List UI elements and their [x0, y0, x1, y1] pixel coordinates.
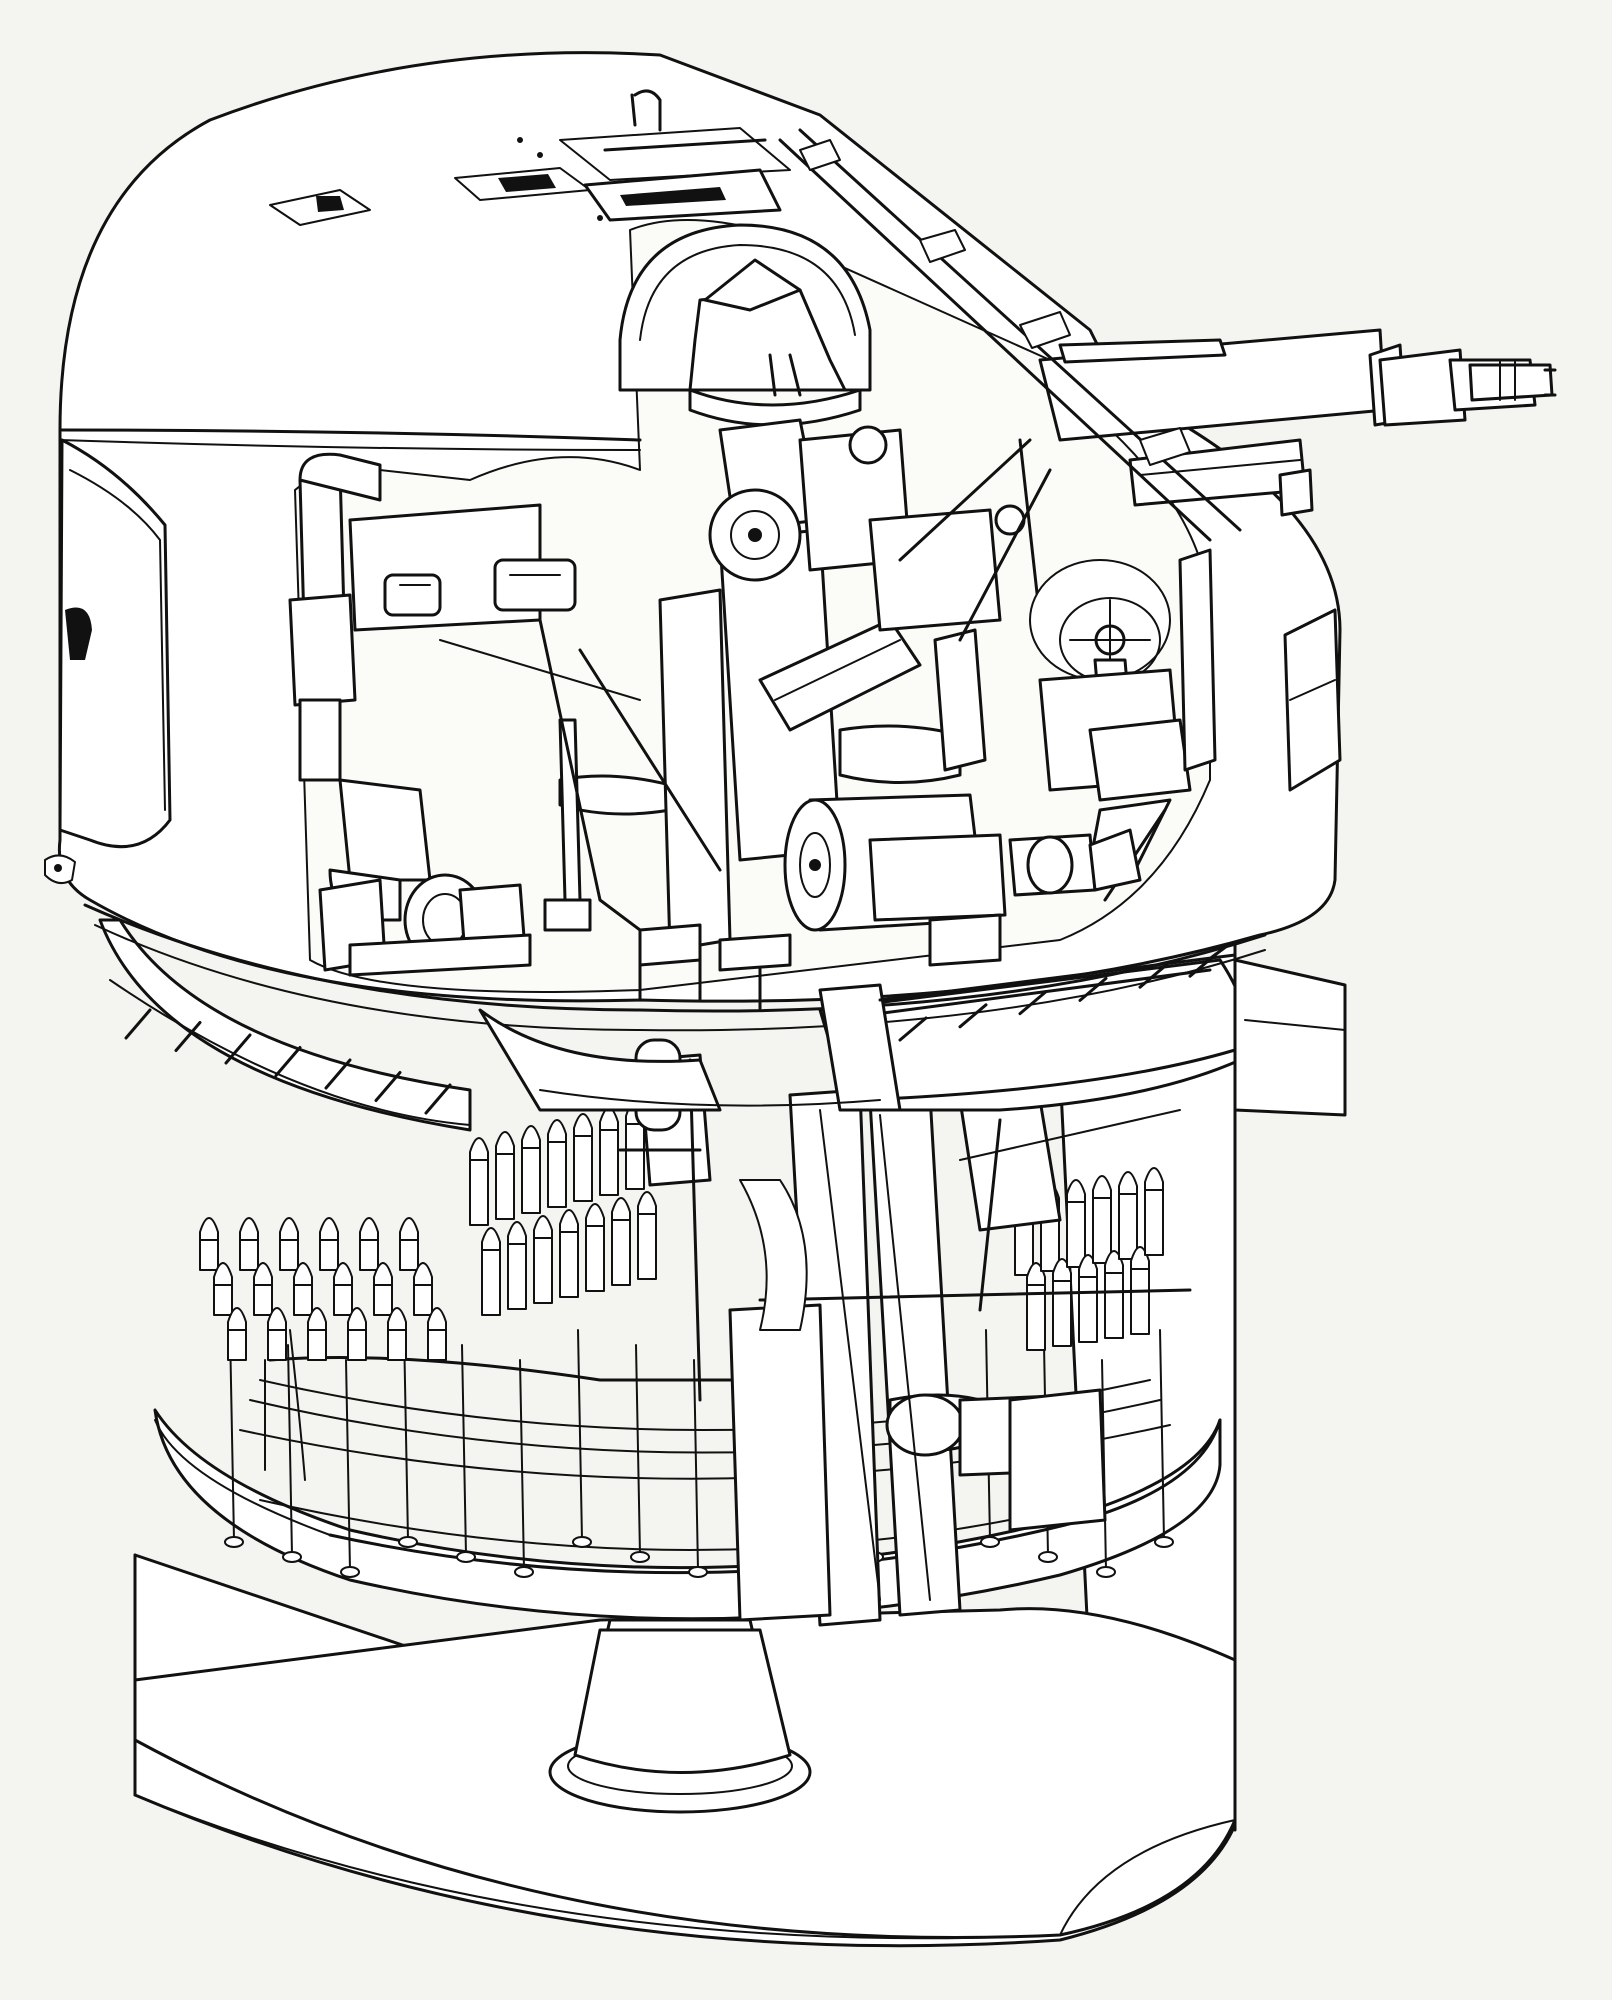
- shell: [469, 1137, 489, 1226]
- rack-post: [461, 1344, 467, 1556]
- ring-tick: [324, 1058, 352, 1090]
- shell: [1078, 1254, 1098, 1343]
- shield-edge: [778, 128, 1242, 542]
- shell: [1144, 1167, 1164, 1256]
- shell: [1026, 1262, 1046, 1351]
- ring-tick: [1018, 990, 1048, 1016]
- shell: [239, 1217, 259, 1271]
- shell: [573, 1113, 593, 1202]
- rack-post: [635, 1344, 641, 1556]
- shell: [279, 1217, 299, 1271]
- ring-tick: [958, 1003, 988, 1029]
- shell: [1092, 1175, 1112, 1264]
- shell: [507, 1221, 527, 1310]
- shell: [1104, 1250, 1124, 1339]
- rack-post: [693, 1359, 699, 1571]
- ring-tick: [274, 1046, 302, 1077]
- shell: [1066, 1179, 1086, 1268]
- shell: [547, 1119, 567, 1208]
- shell: [1052, 1258, 1072, 1347]
- ring-tick: [424, 1083, 452, 1115]
- rack-post-foot: [340, 1566, 360, 1578]
- rack-post-foot: [688, 1566, 708, 1578]
- shell: [533, 1215, 553, 1304]
- sight-dome: [618, 223, 872, 427]
- rack-post-foot: [456, 1551, 476, 1563]
- rack-post-foot: [398, 1536, 418, 1548]
- ring-tick: [224, 1033, 252, 1065]
- mid-platform: [478, 953, 1237, 1112]
- rack-post-foot: [1038, 1551, 1058, 1563]
- shell: [307, 1307, 327, 1361]
- rack-post-foot: [282, 1551, 302, 1563]
- shell: [199, 1217, 219, 1271]
- shell: [387, 1307, 407, 1361]
- shell: [399, 1217, 419, 1271]
- ring-tick: [124, 1008, 152, 1040]
- shell: [637, 1191, 657, 1280]
- shell: [427, 1307, 447, 1361]
- rack-post: [1159, 1329, 1165, 1541]
- shell: [333, 1262, 353, 1316]
- shell: [213, 1262, 233, 1316]
- ring-tick: [898, 1016, 928, 1042]
- shell: [373, 1262, 393, 1316]
- shell: [227, 1307, 247, 1361]
- rack-post: [403, 1329, 409, 1541]
- rack-post-foot: [1096, 1566, 1116, 1578]
- shell: [599, 1107, 619, 1196]
- ring-tick: [174, 1021, 202, 1052]
- shell: [347, 1307, 367, 1361]
- rack-post: [345, 1359, 351, 1571]
- rack-post-foot: [1154, 1536, 1174, 1548]
- shell: [495, 1131, 515, 1220]
- rack-post: [287, 1344, 293, 1556]
- rack-post: [577, 1329, 583, 1541]
- shell: [611, 1197, 631, 1286]
- shell: [253, 1262, 273, 1316]
- shell: [585, 1203, 605, 1292]
- rack-post-foot: [630, 1551, 650, 1563]
- rack-post: [229, 1329, 235, 1541]
- interior-machinery: [288, 418, 1217, 1012]
- shell: [359, 1217, 379, 1271]
- shell-clusters: [199, 1101, 1164, 1361]
- shell: [481, 1227, 501, 1316]
- gun-barrel: [1038, 328, 1557, 517]
- shell: [559, 1209, 579, 1298]
- rack-post-foot: [572, 1536, 592, 1548]
- ring-tick: [1078, 976, 1108, 1002]
- roller-path-ring: [98, 918, 1347, 1132]
- shell: [413, 1262, 433, 1316]
- shell: [267, 1307, 287, 1361]
- rack-post: [519, 1359, 525, 1571]
- shell: [521, 1125, 541, 1214]
- elevation-motor: [783, 793, 1142, 932]
- shell: [319, 1217, 339, 1271]
- ring-tick: [374, 1071, 402, 1102]
- rack-post-foot: [224, 1536, 244, 1548]
- pedestal-base: [548, 1618, 812, 1814]
- ammunition-hoist: [618, 1038, 1192, 1627]
- shell: [1118, 1171, 1138, 1260]
- rack-post-foot: [514, 1566, 534, 1578]
- shell: [293, 1262, 313, 1316]
- rack-post-foot: [980, 1536, 1000, 1548]
